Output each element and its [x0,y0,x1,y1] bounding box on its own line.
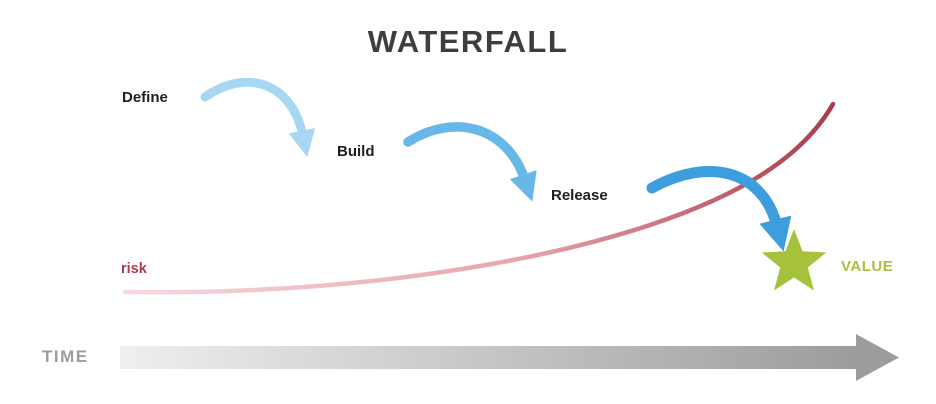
value-star-icon [761,229,827,291]
value-label: VALUE [841,258,894,275]
arrow-build-to-release [403,122,537,202]
time-axis-label: TIME [42,347,89,366]
stage-label-build: Build [337,143,375,160]
risk-curve [122,101,836,295]
stage-label-define: Define [122,89,168,106]
diagram-title: WATERFALL [367,24,569,59]
risk-label: risk [121,261,147,277]
stage-label-release: Release [551,187,608,204]
time-axis-arrow [120,334,899,381]
arrow-release-to-value [646,166,792,252]
arrow-define-to-build [200,77,316,158]
